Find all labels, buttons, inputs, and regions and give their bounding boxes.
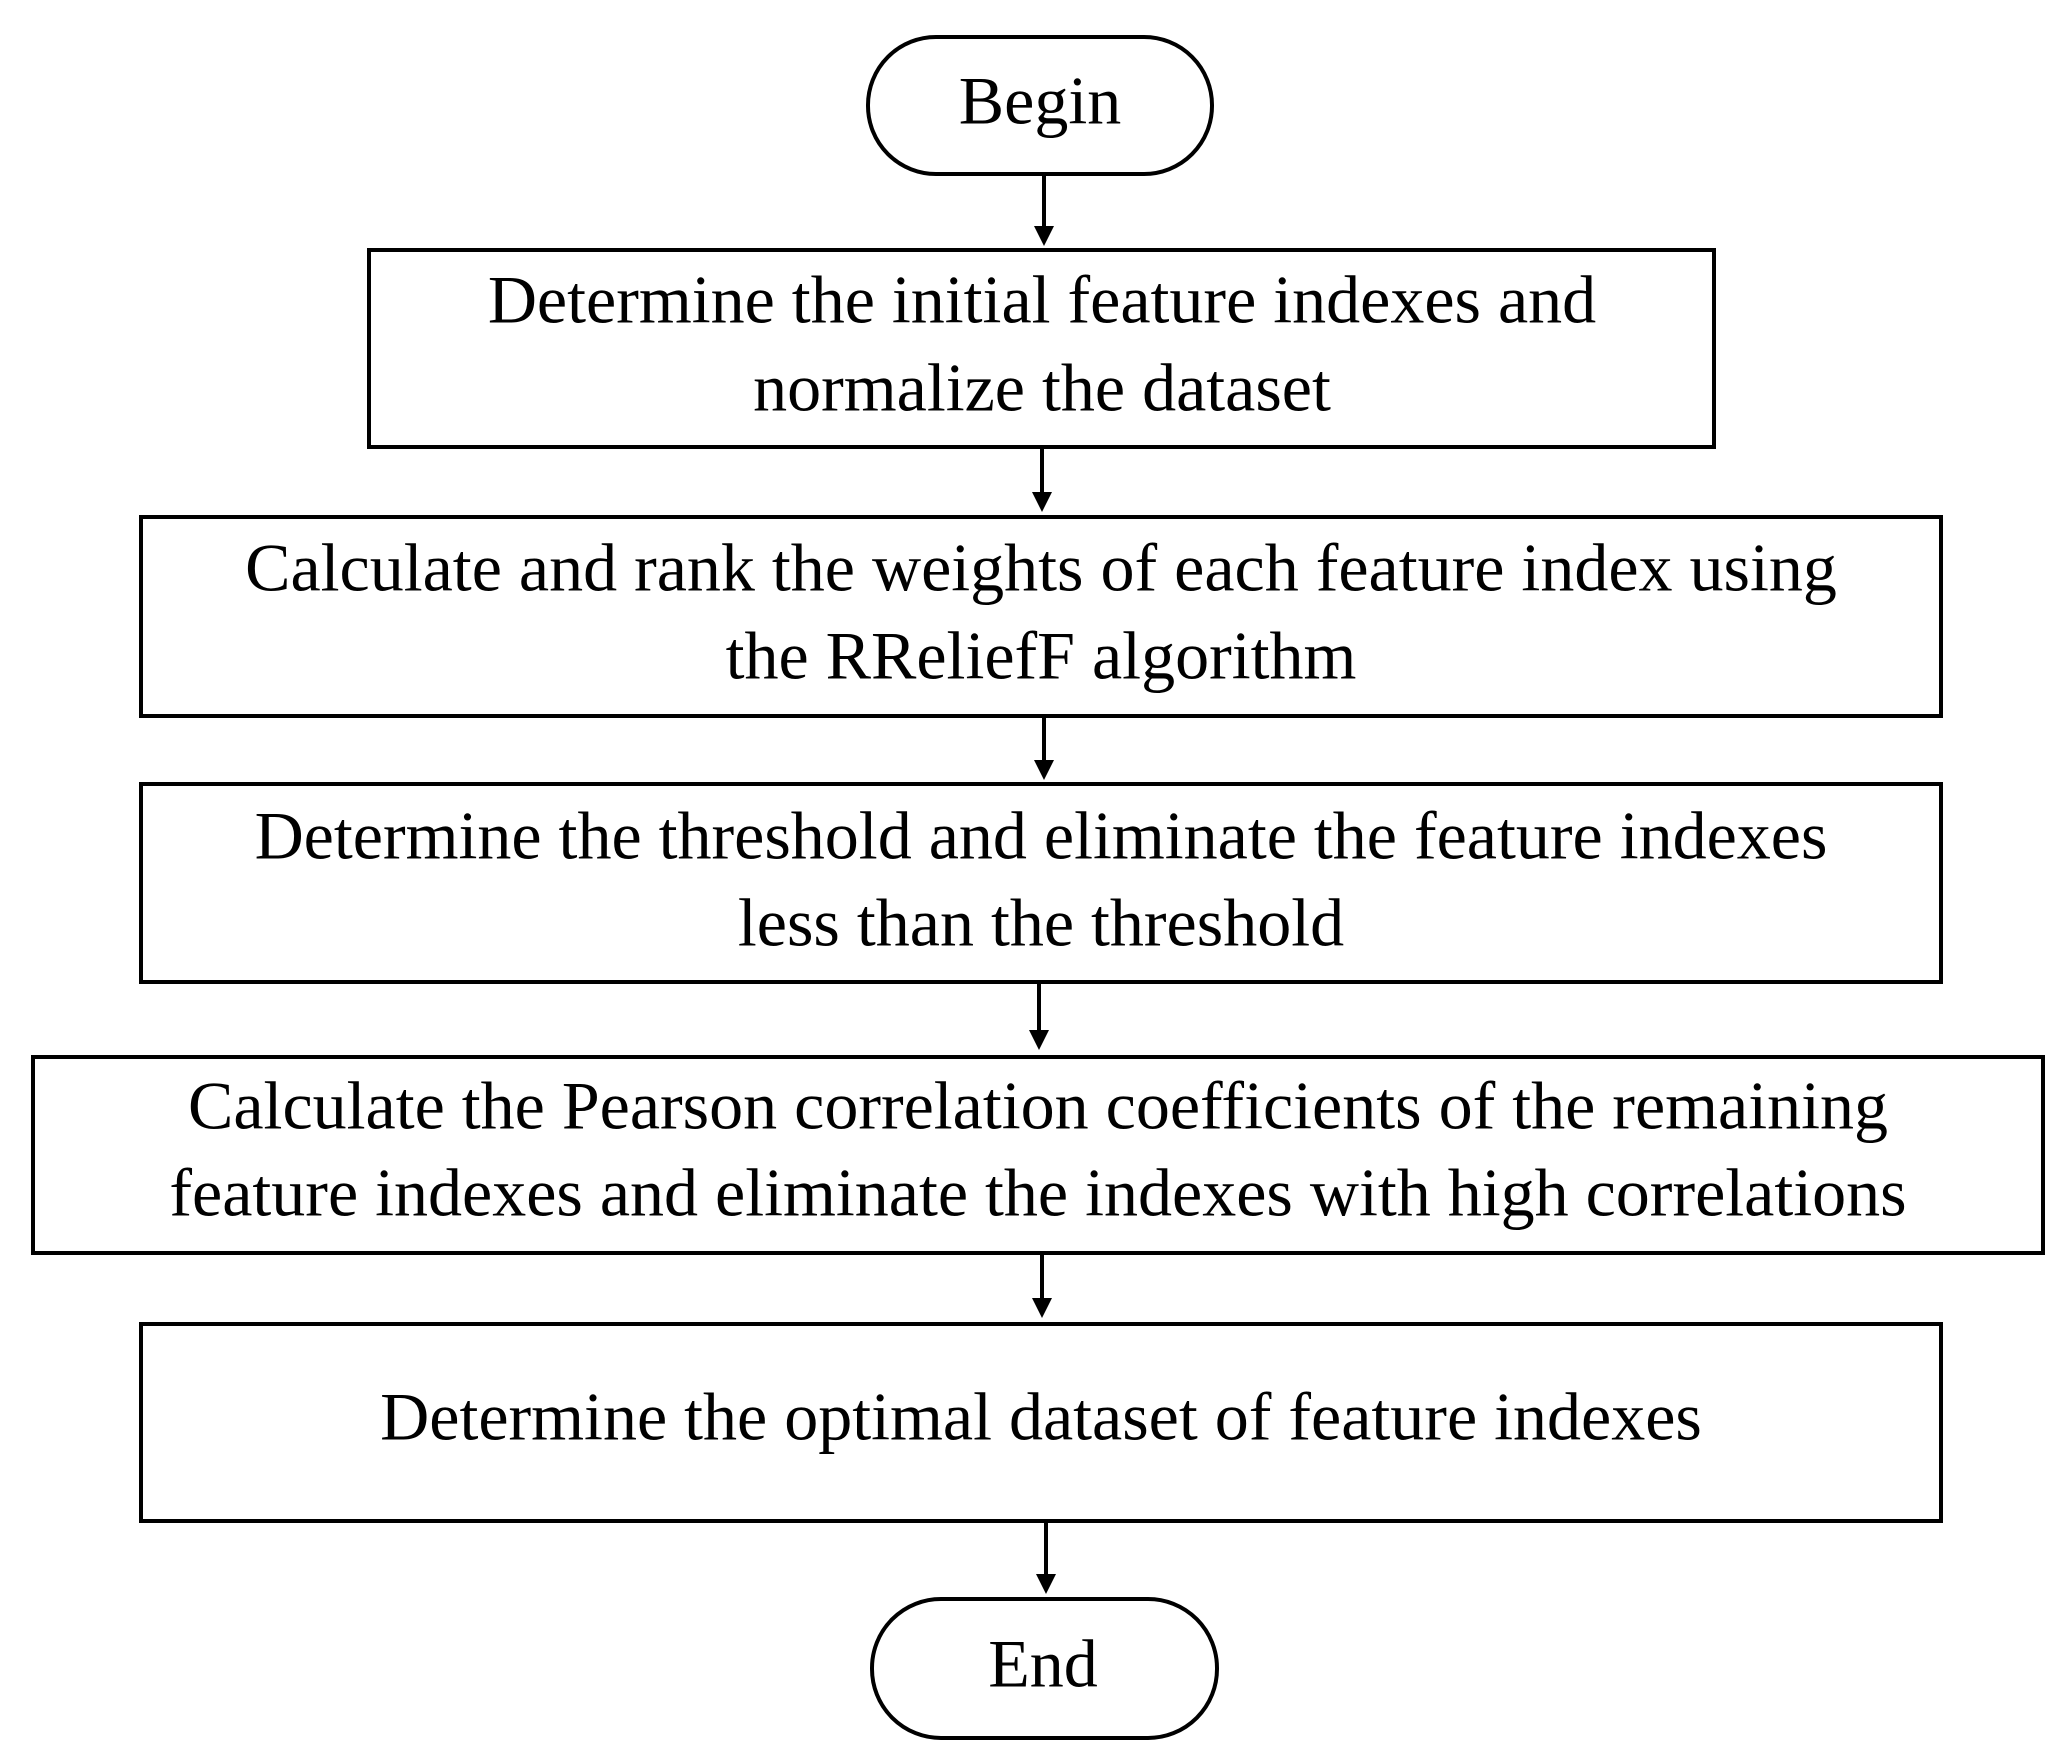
step-3-line-1: Determine the threshold and eliminate th… [255,798,1828,874]
step-2-line-1: Calculate and rank the weights of each f… [245,530,1837,606]
flow-arrow [1034,716,1054,780]
flow-arrow [1032,1253,1052,1318]
flow-arrow [1036,1521,1056,1594]
step-4-line-1: Calculate the Pearson correlation coeffi… [188,1068,1888,1144]
flow-arrow [1029,982,1049,1050]
process-step-5: Determine the optimal dataset of feature… [139,1322,1943,1523]
end-label: End [988,1626,1098,1702]
begin-label: Begin [959,63,1121,139]
step-4-line-2: feature indexes and eliminate the indexe… [169,1155,1906,1231]
step-1-line-1: Determine the initial feature indexes an… [488,262,1596,338]
process-step-4: Calculate the Pearson correlation coeffi… [31,1055,2045,1255]
end-terminator: End [870,1597,1219,1740]
process-step-2: Calculate and rank the weights of each f… [139,515,1943,718]
step-2-line-2: the RReliefF algorithm [726,618,1357,694]
process-step-1: Determine the initial feature indexes an… [367,248,1716,449]
flow-arrow [1032,447,1052,512]
step-3-line-2: less than the threshold [738,885,1344,961]
step-1-line-2: normalize the dataset [753,350,1331,426]
begin-terminator: Begin [866,35,1214,176]
process-step-3: Determine the threshold and eliminate th… [139,782,1943,984]
flow-arrow [1034,174,1054,246]
step-5-line-1: Determine the optimal dataset of feature… [380,1379,1702,1455]
